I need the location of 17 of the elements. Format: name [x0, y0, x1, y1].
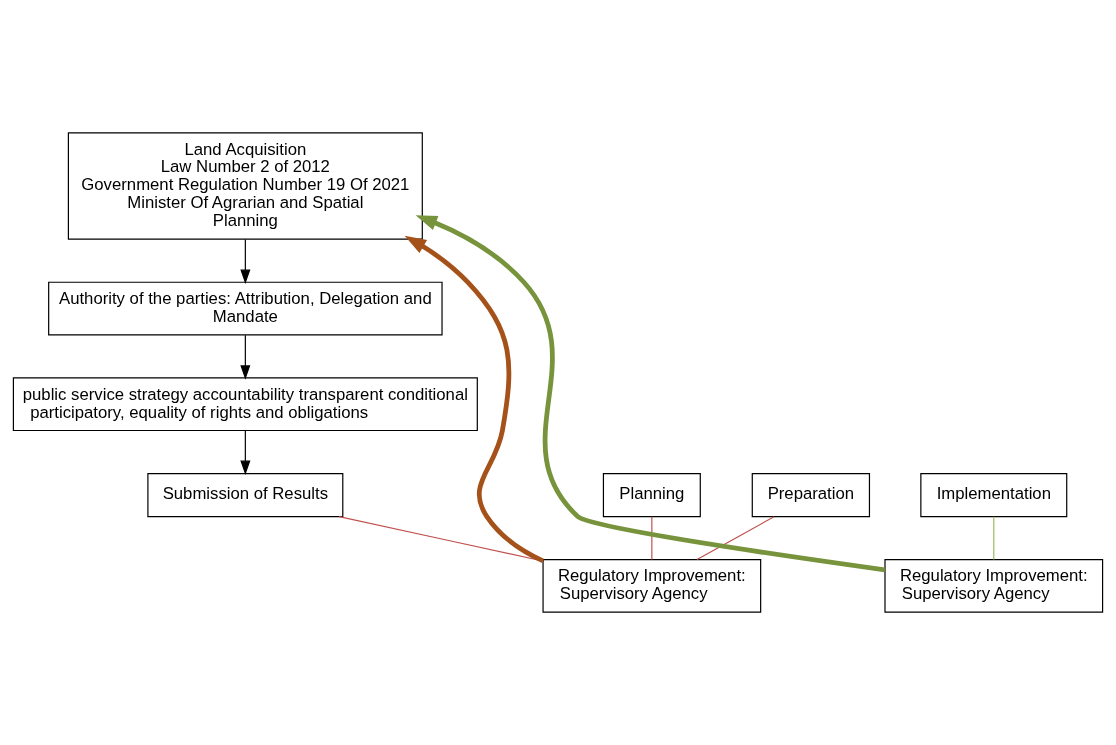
- node-box: Regulatory Improvement: Supervisory Agency: [884, 559, 1104, 613]
- node-box: Authority of the parties: Attribution, Delegation and Mandate: [48, 281, 443, 336]
- arrow: [240, 429, 251, 475]
- node-box: Implementation: [920, 472, 1068, 518]
- node-box: Land Acquisition Law Number 2 of 2012 Government Regulation Number 19 Of 2021 Minister Of Agrarian and Spatial Planning: [67, 132, 423, 240]
- node-box: Regulatory Improvement: Supervisory Agency: [542, 559, 762, 613]
- arrow: [415, 215, 885, 573]
- connector: [696, 516, 775, 561]
- node-box: Planning: [602, 472, 701, 518]
- node-box: Submission of Results: [147, 472, 344, 518]
- arrow: [240, 238, 251, 284]
- node-box: public service strategy accountability transparent conditional participatory, equality of rights and obligations: [12, 377, 478, 432]
- node-box: Preparation: [751, 472, 871, 518]
- connector: [993, 516, 995, 561]
- connector: [651, 516, 653, 561]
- arrow: [240, 334, 251, 380]
- arrow: [404, 235, 544, 563]
